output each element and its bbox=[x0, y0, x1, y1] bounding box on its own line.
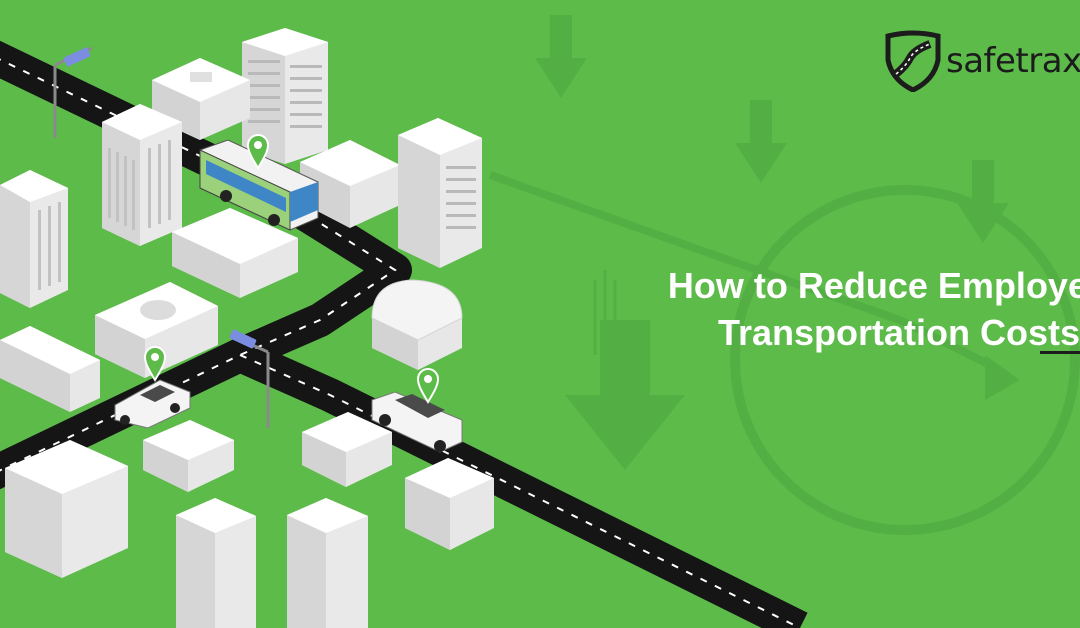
building bbox=[242, 28, 328, 164]
building bbox=[143, 420, 234, 492]
building bbox=[5, 440, 128, 578]
headline: How to Reduce Employee Transportation Co… bbox=[600, 262, 1080, 356]
building bbox=[371, 279, 463, 370]
buildings bbox=[0, 28, 494, 628]
down-arrow-icon bbox=[957, 160, 1009, 243]
building bbox=[176, 498, 256, 628]
headline-line-2: Transportation Costs bbox=[717, 312, 1080, 353]
building bbox=[95, 282, 218, 378]
building bbox=[405, 458, 494, 550]
brand-name: safetrax bbox=[946, 41, 1080, 81]
building bbox=[102, 104, 182, 246]
traffic-light-icon bbox=[53, 46, 93, 138]
headline-line-1: How to Reduce Employee bbox=[667, 265, 1080, 306]
building bbox=[287, 498, 368, 628]
bus bbox=[199, 139, 319, 231]
headline-underline bbox=[1040, 351, 1080, 354]
building bbox=[0, 326, 100, 412]
down-arrow-icon bbox=[735, 100, 787, 183]
background-decorations bbox=[488, 15, 1080, 535]
brand-logo[interactable]: safetrax bbox=[884, 30, 1080, 92]
traffic-light-icon bbox=[229, 329, 270, 428]
building bbox=[398, 118, 482, 268]
down-arrow-icon bbox=[535, 15, 587, 98]
building bbox=[300, 140, 400, 228]
building bbox=[302, 412, 392, 487]
down-arrow-icon bbox=[565, 320, 685, 470]
location-pin-icon bbox=[246, 134, 270, 170]
location-pin-icon bbox=[416, 368, 440, 404]
shield-road-icon bbox=[885, 30, 941, 92]
car bbox=[114, 379, 191, 429]
building bbox=[152, 58, 250, 140]
gauge-ring-decoration bbox=[730, 185, 1080, 535]
car bbox=[371, 391, 463, 453]
building bbox=[172, 208, 298, 298]
building bbox=[0, 170, 68, 308]
location-pin-icon bbox=[143, 346, 167, 382]
